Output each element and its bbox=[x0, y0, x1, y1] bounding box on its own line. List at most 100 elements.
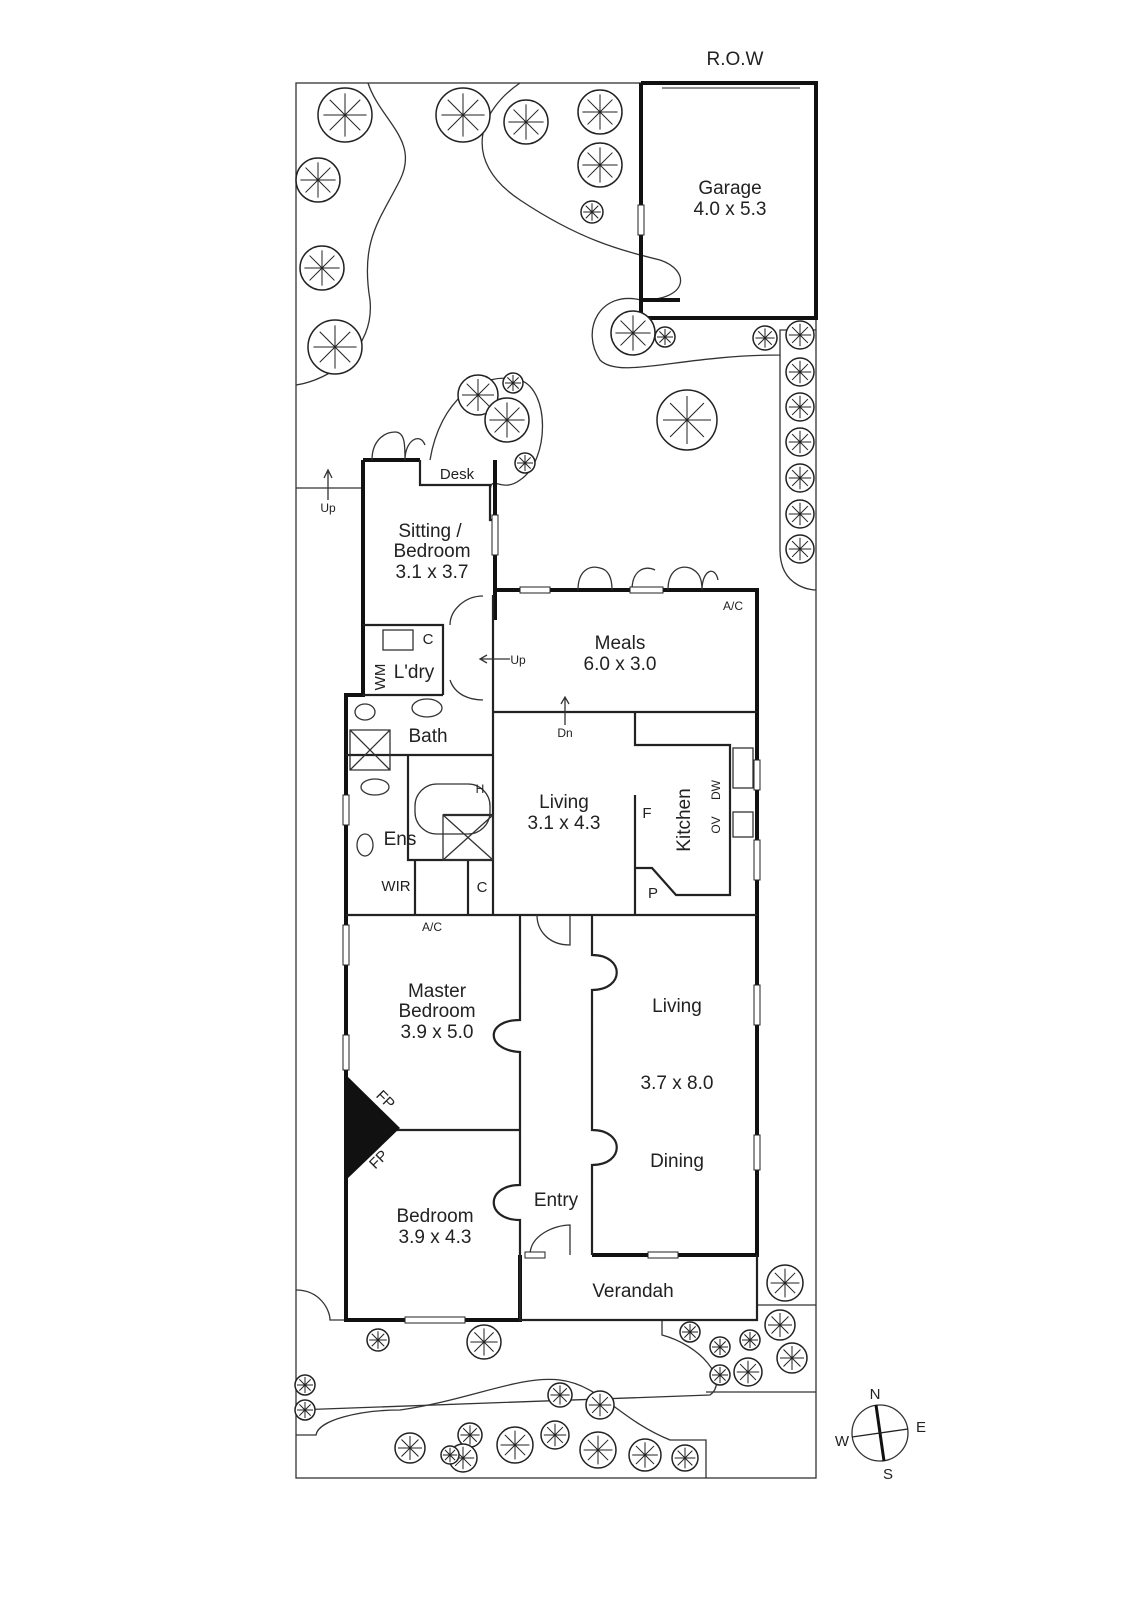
tree-branch bbox=[504, 1444, 516, 1456]
tree-branch bbox=[635, 1445, 646, 1456]
living-room-label: Living bbox=[652, 996, 702, 1017]
tree-branch bbox=[559, 1394, 568, 1403]
tree-branch bbox=[494, 419, 508, 433]
tree-branch bbox=[304, 1378, 312, 1386]
tree-branch bbox=[743, 1333, 751, 1341]
tree-branch bbox=[599, 164, 613, 178]
tree-branch bbox=[799, 548, 809, 558]
tree-branch bbox=[713, 1340, 721, 1348]
compass-s: S bbox=[883, 1466, 893, 1483]
tree-branch bbox=[799, 334, 809, 344]
tree-branch bbox=[799, 326, 809, 336]
tree-branch bbox=[321, 267, 335, 281]
tree-branch bbox=[791, 406, 801, 416]
tree-branch bbox=[401, 1447, 411, 1457]
ensuite-label: Ens bbox=[384, 829, 417, 850]
tree-branch bbox=[506, 382, 514, 390]
tree-branch bbox=[791, 433, 801, 443]
tree-branch bbox=[466, 383, 479, 396]
tree-branch bbox=[799, 505, 809, 515]
tree-branch bbox=[632, 332, 646, 346]
tree-branch bbox=[757, 337, 766, 346]
tree-branch bbox=[462, 114, 479, 131]
kitchen-label: Kitchen bbox=[674, 788, 695, 851]
tree-branch bbox=[684, 1457, 693, 1466]
tree-branch bbox=[377, 1339, 385, 1347]
tree-branch bbox=[474, 1332, 485, 1343]
tree-branch bbox=[686, 419, 705, 438]
tree-branch bbox=[599, 99, 613, 113]
tree-branch bbox=[799, 513, 809, 523]
master-label-2: Bedroom bbox=[398, 1001, 475, 1022]
tree-branch bbox=[587, 1449, 599, 1461]
tree-branch bbox=[449, 1454, 456, 1461]
tree-branch bbox=[799, 398, 809, 408]
tree-branch bbox=[587, 1439, 599, 1451]
shower bbox=[442, 814, 494, 861]
tree-branch bbox=[462, 1427, 471, 1436]
tree-branch bbox=[764, 337, 773, 346]
tree-branch bbox=[525, 121, 539, 135]
tree-branch bbox=[713, 1346, 721, 1354]
tree-branch bbox=[474, 1341, 485, 1352]
ov-label: OV bbox=[709, 816, 723, 833]
tree-branch bbox=[799, 469, 809, 479]
tree-branch bbox=[585, 211, 593, 219]
tree-branch bbox=[684, 1450, 693, 1459]
tree-branch bbox=[669, 402, 688, 421]
garage-label: Garage bbox=[698, 178, 761, 199]
desk-label: Desk bbox=[440, 466, 475, 483]
sitting-label-2: Bedroom bbox=[393, 541, 470, 562]
tree-branch bbox=[791, 334, 801, 344]
tree-branch bbox=[791, 1349, 801, 1359]
compass-n: N bbox=[870, 1386, 881, 1403]
tree-branch bbox=[713, 1368, 721, 1376]
dw-label: DW bbox=[709, 779, 723, 800]
laundry-cupboard-label: C bbox=[423, 631, 434, 648]
tree-branch bbox=[371, 1339, 379, 1347]
tree-branch bbox=[599, 152, 613, 166]
tree-branch bbox=[747, 1363, 757, 1373]
tree-branch bbox=[506, 419, 520, 433]
living-label: Living bbox=[539, 792, 589, 813]
tree-branch bbox=[686, 402, 705, 421]
tree-branch bbox=[683, 1331, 691, 1339]
tree-branch bbox=[371, 1333, 379, 1341]
tree-branch bbox=[305, 167, 319, 181]
tree-branch bbox=[513, 109, 527, 123]
master-size: 3.9 x 5.0 bbox=[401, 1022, 474, 1043]
tree-branch bbox=[334, 331, 351, 348]
tree-branch bbox=[317, 179, 331, 193]
fridge-label: F bbox=[642, 805, 651, 822]
tree-branch bbox=[749, 1333, 757, 1341]
tree-branch bbox=[587, 152, 601, 166]
tree-branch bbox=[344, 99, 361, 116]
tree-branch bbox=[791, 441, 801, 451]
tree-branch bbox=[554, 1434, 564, 1444]
tree-branch bbox=[597, 1449, 609, 1461]
tree-branch bbox=[632, 320, 646, 334]
tree-branch bbox=[791, 363, 801, 373]
garage-size: 4.0 x 5.3 bbox=[694, 199, 767, 220]
bedroom-size: 3.9 x 4.3 bbox=[399, 1227, 472, 1248]
toilet bbox=[356, 833, 374, 857]
oven bbox=[732, 811, 754, 838]
living-dining-size: 3.7 x 8.0 bbox=[641, 1073, 714, 1094]
tree-branch bbox=[799, 441, 809, 451]
tree-branch bbox=[409, 1439, 419, 1449]
tree-branch bbox=[757, 330, 766, 339]
tree-branch bbox=[779, 1324, 789, 1334]
tree-branch bbox=[552, 1394, 561, 1403]
tree-branch bbox=[783, 1357, 793, 1367]
tree-branch bbox=[587, 111, 601, 125]
tree-branch bbox=[462, 99, 479, 116]
sitting-size: 3.1 x 3.7 bbox=[396, 562, 469, 583]
ac-label: A/C bbox=[723, 599, 743, 613]
tree-branch bbox=[587, 164, 601, 178]
tree-branch bbox=[444, 1454, 451, 1461]
tree-branch bbox=[774, 1282, 786, 1294]
tree-branch bbox=[739, 1371, 749, 1381]
tree-branch bbox=[771, 1316, 781, 1326]
fireplace bbox=[346, 1075, 400, 1180]
